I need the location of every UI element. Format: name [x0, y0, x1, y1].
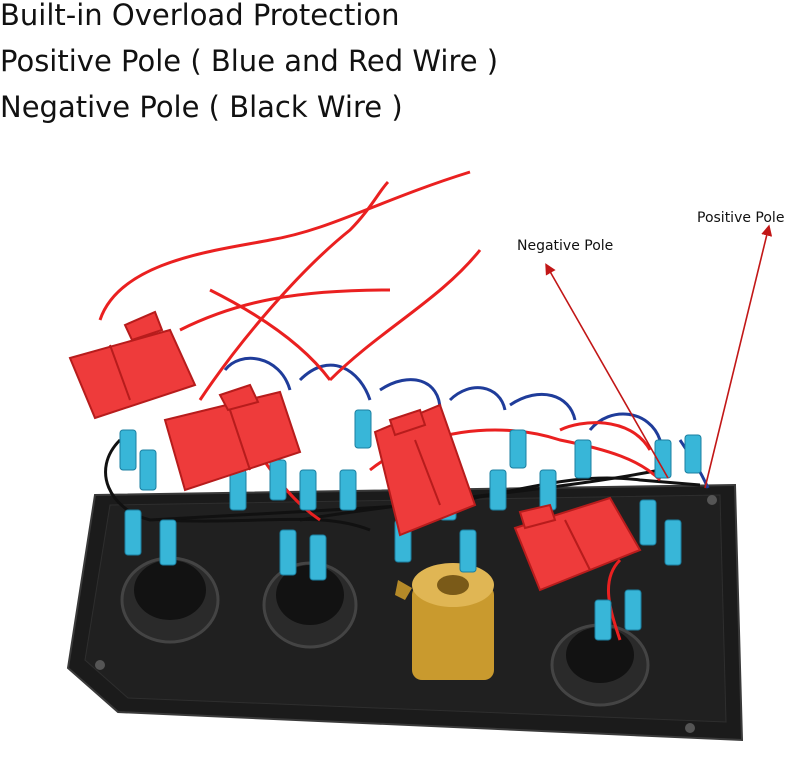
negative-pole-arrow	[545, 263, 669, 479]
callout-arrows	[545, 224, 773, 489]
title-overload-protection: Built-in Overload Protection	[0, 0, 400, 32]
blue-wires	[223, 356, 710, 489]
negative-pole-callout: Negative Pole	[517, 238, 614, 254]
voltmeter-socket	[262, 561, 358, 649]
fuse-holder-2	[163, 383, 302, 492]
fuse-holders	[68, 310, 642, 592]
fuse-holder-4	[513, 496, 642, 592]
fuse-holder-1	[68, 310, 197, 420]
cigarette-lighter-socket	[395, 563, 494, 680]
fuse-holder-3	[373, 403, 477, 537]
positive-pole-arrow	[704, 224, 773, 489]
usb-socket-left	[120, 556, 220, 644]
negative-pole-description: Negative Pole ( Black Wire )	[0, 90, 403, 124]
positive-pole-callout: Positive Pole	[697, 210, 785, 226]
usb-socket-right	[550, 623, 650, 707]
positive-pole-description: Positive Pole ( Blue and Red Wire )	[0, 44, 499, 78]
